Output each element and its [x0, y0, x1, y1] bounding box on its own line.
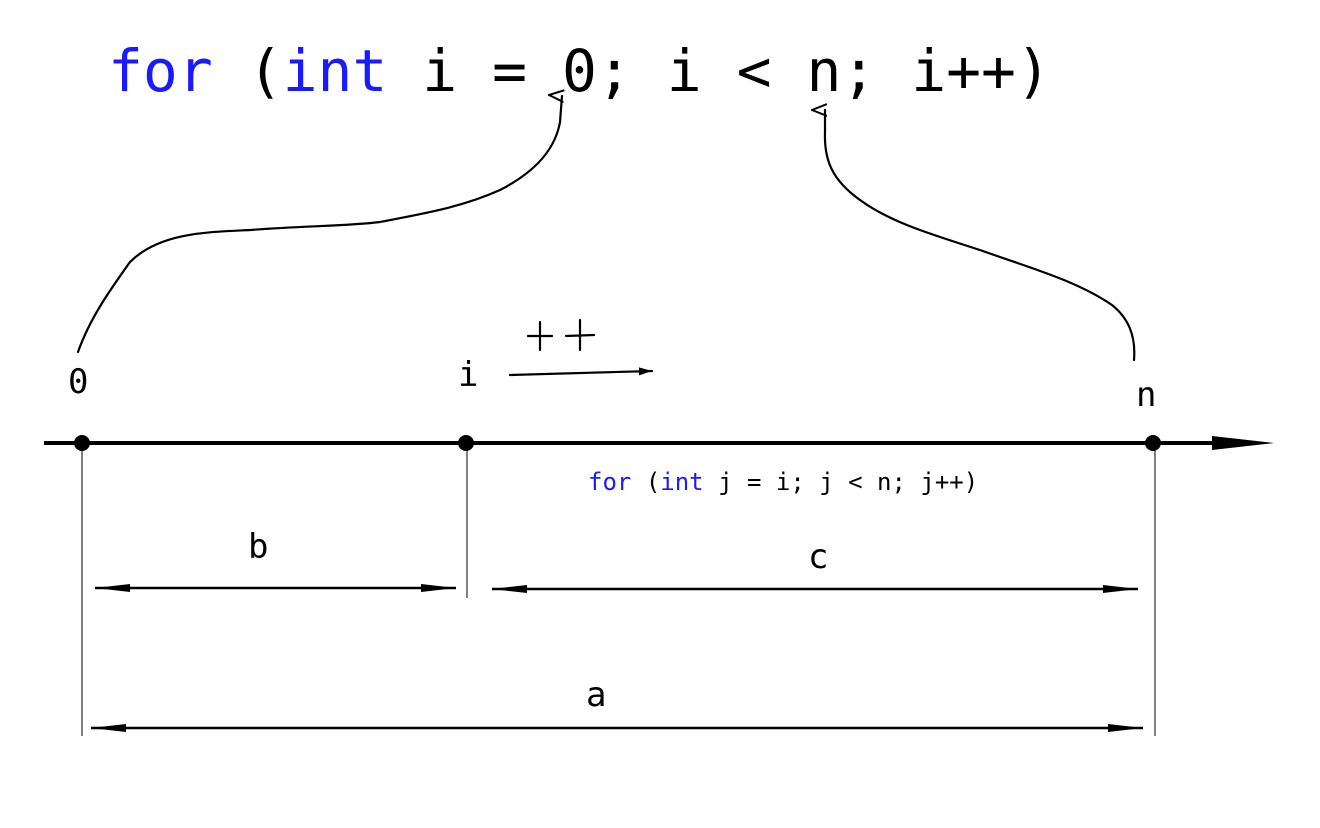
point-label-i: i [458, 355, 478, 395]
inner-loop-rest: j = i; j < n; j++) [718, 468, 978, 496]
arrow-zero-to-init [76, 96, 562, 354]
inner-int-keyword: int [660, 468, 703, 496]
increment-direction-arrow [508, 367, 654, 377]
open-paren: ( [248, 37, 283, 105]
inner-for-keyword: for [588, 468, 631, 496]
condition-variable: i [667, 37, 702, 105]
segment-label-b: b [248, 527, 268, 567]
arrow-n-to-limit [825, 110, 1136, 362]
point-i [458, 435, 474, 451]
for-keyword: for [108, 37, 213, 105]
assign-operator: = [492, 37, 527, 105]
condition-limit: n; [806, 37, 876, 105]
init-value: 0; [562, 37, 632, 105]
point-n [1145, 435, 1161, 451]
outer-loop-header: for (int i = 0; i < n; i++) [108, 37, 1051, 105]
init-variable: i [422, 37, 457, 105]
condition-operator: < [737, 37, 772, 105]
inner-loop-header: for (int j = i; j < n; j++) [588, 468, 978, 496]
segment-b-arrow [95, 584, 456, 592]
increment-clause: i++) [911, 37, 1051, 105]
point-label-zero: 0 [68, 362, 88, 402]
point-label-n: n [1136, 375, 1156, 415]
segment-c-arrow [492, 585, 1138, 593]
increment-symbol [526, 318, 596, 352]
segment-a-arrow [91, 724, 1143, 732]
inner-open-paren: ( [646, 468, 660, 496]
segment-label-c: c [808, 537, 828, 577]
int-keyword: int [283, 37, 388, 105]
axis-arrowhead [1212, 436, 1274, 450]
segment-label-a: a [586, 675, 606, 715]
